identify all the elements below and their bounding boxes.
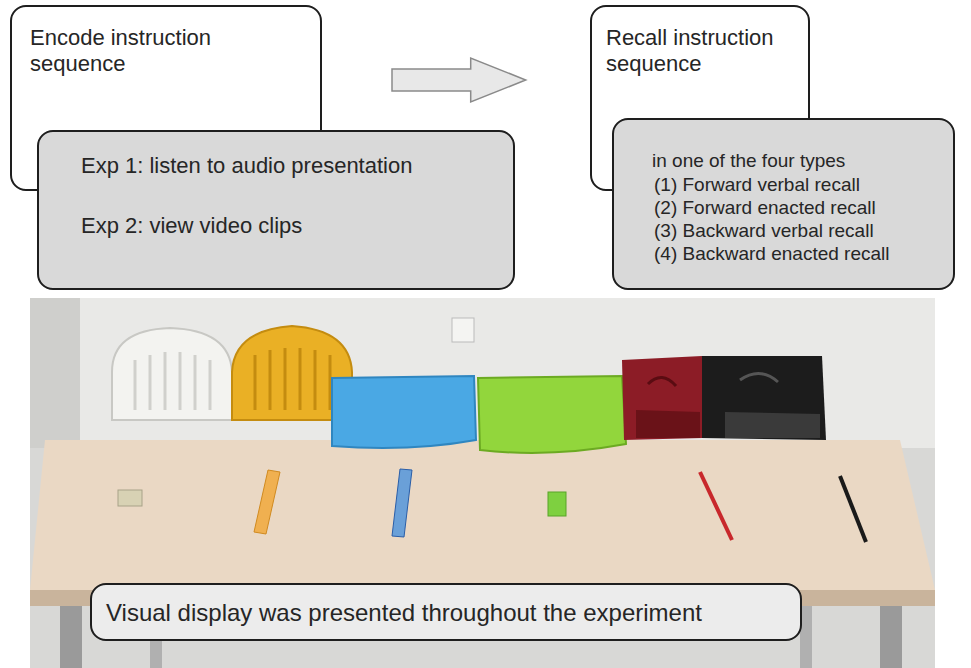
block-arrow bbox=[392, 58, 526, 102]
table-top bbox=[30, 440, 935, 590]
wall-shadow bbox=[30, 298, 80, 448]
node-text: in one of the four types bbox=[652, 150, 845, 173]
wall-socket bbox=[452, 318, 474, 342]
red-bag-inside bbox=[636, 410, 700, 438]
yellow-basket-slots bbox=[255, 348, 330, 410]
table-leg bbox=[60, 606, 82, 668]
node-text: (2) Forward enacted recall bbox=[654, 197, 876, 220]
green-folder bbox=[478, 376, 626, 453]
photo-ground bbox=[30, 298, 935, 668]
node-text: (4) Backward enacted recall bbox=[654, 243, 890, 266]
blue-ruler bbox=[392, 469, 412, 537]
node-text: Exp 1: listen to audio presentation bbox=[81, 153, 412, 179]
table-leg bbox=[880, 606, 902, 668]
recall-types-box: in one of the four types(1) Forward verb… bbox=[612, 118, 955, 290]
red-bag bbox=[622, 356, 702, 440]
node-text: (1) Forward verbal recall bbox=[654, 174, 860, 197]
node-text: Recall instruction sequence bbox=[606, 25, 796, 78]
node-text: Visual display was presented throughout … bbox=[106, 599, 702, 628]
black-bag-handle bbox=[740, 373, 778, 382]
white-basket bbox=[112, 328, 232, 420]
node-text: Exp 2: view video clips bbox=[81, 213, 302, 239]
caption-box: Visual display was presented throughout … bbox=[90, 583, 802, 641]
encoding-box: Exp 1: listen to audio presentationExp 2… bbox=[37, 130, 515, 290]
white-basket-slots bbox=[135, 352, 210, 410]
node-text: (3) Backward verbal recall bbox=[654, 220, 874, 243]
green-eraser bbox=[548, 492, 566, 516]
blue-folder bbox=[332, 376, 476, 448]
node-text: Encode instruction sequence bbox=[30, 25, 280, 78]
red-pencil bbox=[700, 472, 732, 540]
beige-eraser bbox=[118, 490, 142, 506]
black-pencil bbox=[840, 476, 866, 542]
black-bag-inside bbox=[725, 412, 820, 438]
orange-ruler bbox=[254, 470, 280, 534]
black-bag bbox=[702, 356, 826, 440]
red-bag-handle bbox=[648, 377, 676, 386]
